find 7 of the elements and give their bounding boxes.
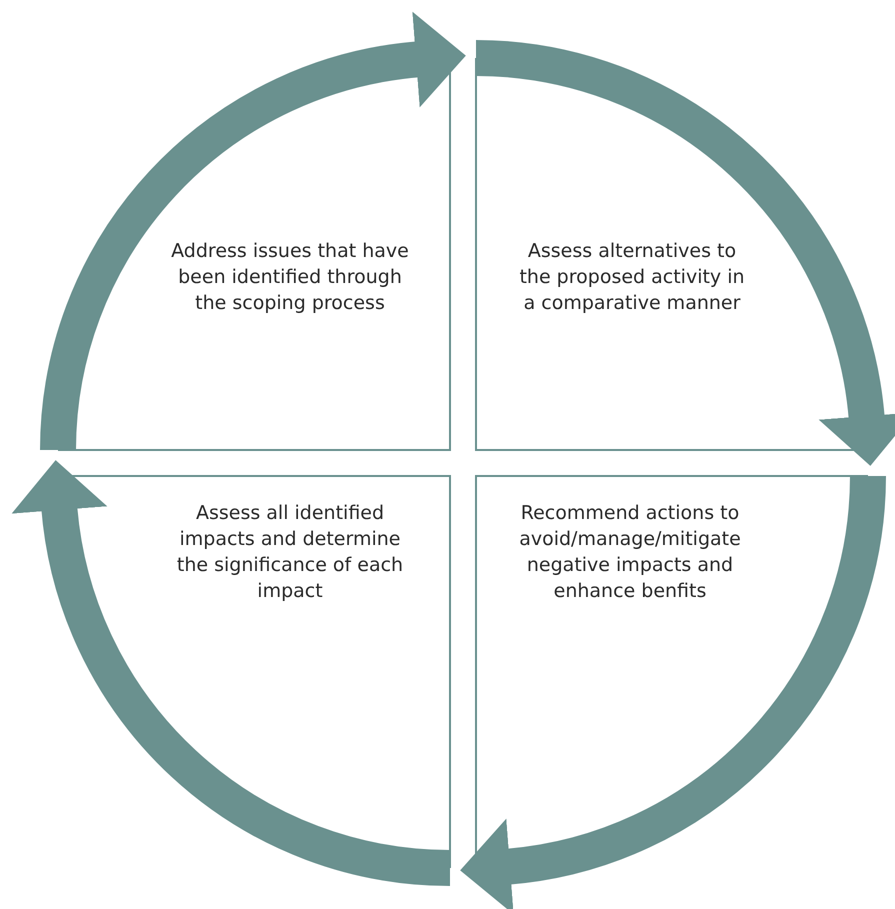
step-text: Recommend actions to avoid/manage/mitigate negative impacts and enhance benfits — [518, 501, 742, 604]
step-text: Assess all identified impacts and determine the significance of each impact — [176, 501, 404, 604]
step-text: Assess alternatives to the proposed activity in a comparative manner — [518, 239, 746, 316]
step-text: Address issues that have been identified through the scoping process — [170, 239, 410, 316]
curved-arrow — [460, 474, 886, 909]
curved-arrow — [40, 12, 466, 452]
curved-arrow — [12, 460, 452, 886]
